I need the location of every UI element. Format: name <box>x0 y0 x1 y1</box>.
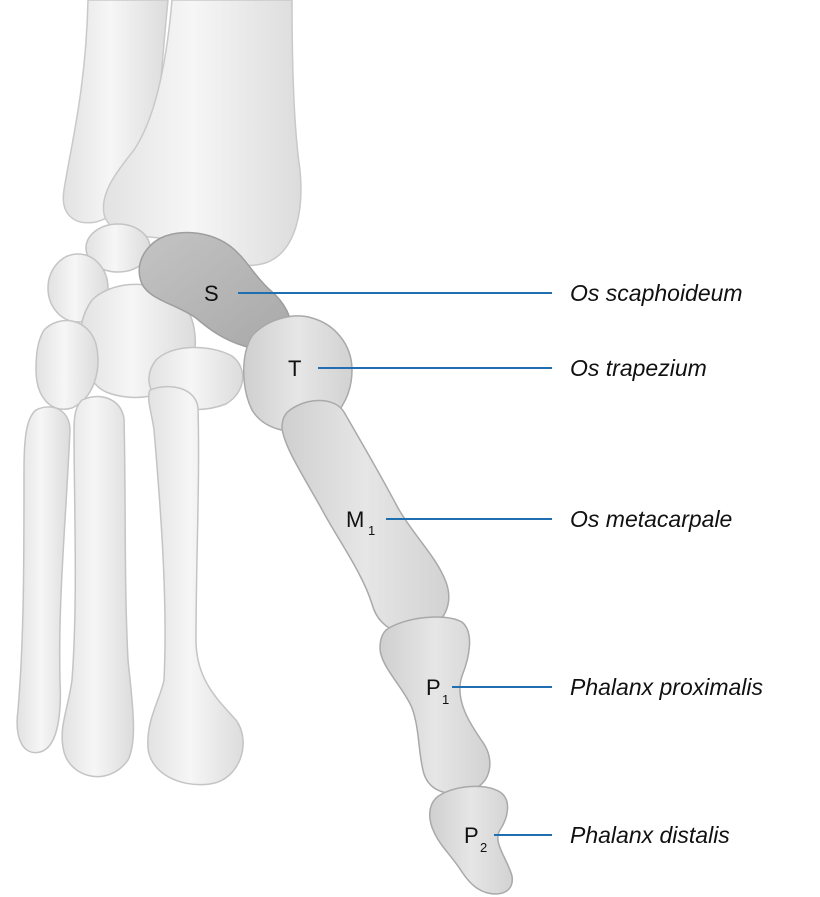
subscript-proximal-phalanx: 1 <box>442 692 449 707</box>
label-distal-phalanx: P 2 Phalanx distalis <box>464 822 730 855</box>
forearm-bones <box>63 0 301 265</box>
metacarpal-5 <box>17 407 70 753</box>
short-label-proximal-phalanx: P <box>426 675 441 700</box>
short-label-metacarpal: M <box>346 507 364 532</box>
metacarpal-1-bone <box>282 401 449 634</box>
term-label-proximal-phalanx: Phalanx proximalis <box>570 674 764 700</box>
short-label-trapezium: T <box>288 356 301 381</box>
term-label-metacarpal: Os metacarpale <box>570 506 732 532</box>
subscript-distal-phalanx: 2 <box>480 840 487 855</box>
short-label-distal-phalanx: P <box>464 823 479 848</box>
label-proximal-phalanx: P 1 Phalanx proximalis <box>426 674 764 707</box>
metacarpal-3 <box>148 387 243 785</box>
label-scaphoid: S Os scaphoideum <box>204 280 743 306</box>
short-label-scaphoid: S <box>204 281 219 306</box>
term-label-distal-phalanx: Phalanx distalis <box>570 822 730 848</box>
term-label-trapezium: Os trapezium <box>570 355 707 381</box>
subscript-metacarpal: 1 <box>368 523 375 538</box>
proximal-phalanx-bone <box>380 617 490 794</box>
metacarpal-4 <box>62 397 133 777</box>
term-label-scaphoid: Os scaphoideum <box>570 280 743 306</box>
thumb-bones <box>244 316 513 894</box>
finger-metacarpals <box>17 387 243 785</box>
hamate-bone <box>36 321 98 410</box>
